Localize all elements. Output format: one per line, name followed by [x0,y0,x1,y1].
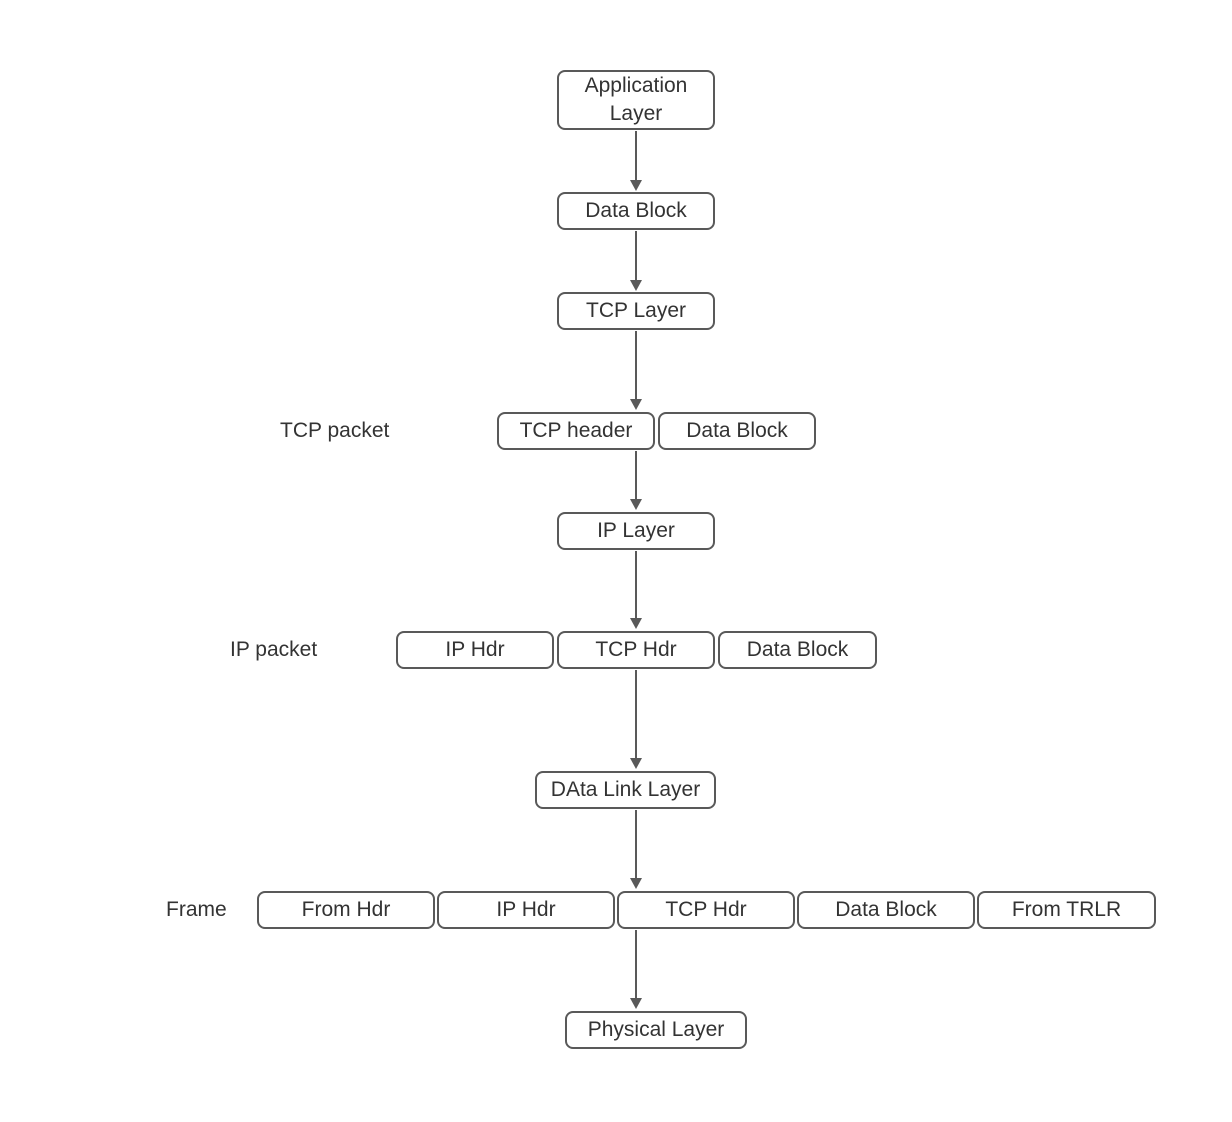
arrow-line [635,930,637,1000]
arrow-head-icon [630,758,642,769]
frame-box-from-hdr: From Hdr [257,891,435,929]
node-ip-layer: IP Layer [557,512,715,550]
arrow-down-icon [630,930,642,1009]
row-label-frame: Frame [166,898,227,921]
frame-box-data-block: Data Block [797,891,975,929]
arrow-head-icon [630,280,642,291]
frame-box-from-trlr: From TRLR [977,891,1156,929]
arrow-down-icon [630,131,642,191]
arrow-head-icon [630,618,642,629]
node-tcp-layer: TCP Layer [557,292,715,330]
ip-packet-box-ip-hdr: IP Hdr [396,631,554,669]
node-data-block: Data Block [557,192,715,230]
arrow-head-icon [630,878,642,889]
arrow-down-icon [630,810,642,889]
arrow-line [635,551,637,620]
arrow-down-icon [630,331,642,410]
ip-packet-box-tcp-hdr: TCP Hdr [557,631,715,669]
arrow-line [635,670,637,760]
tcp-packet-box-tcp-header: TCP header [497,412,655,450]
node-application-layer: Application Layer [557,70,715,130]
row-label-ip-packet: IP packet [230,638,318,661]
arrow-down-icon [630,451,642,510]
frame-box-ip-hdr: IP Hdr [437,891,615,929]
arrow-down-icon [630,670,642,769]
node-physical-layer: Physical Layer [565,1011,747,1049]
ip-packet-box-data-block: Data Block [718,631,877,669]
arrow-head-icon [630,180,642,191]
arrow-line [635,131,637,182]
arrow-line [635,810,637,880]
arrow-head-icon [630,399,642,410]
arrow-head-icon [630,998,642,1009]
arrow-down-icon [630,551,642,629]
arrow-line [635,331,637,401]
row-label-tcp-packet: TCP packet [280,419,390,442]
arrow-line [635,231,637,282]
arrow-down-icon [630,231,642,291]
arrow-line [635,451,637,501]
node-data-link-layer: DAta Link Layer [535,771,716,809]
frame-box-tcp-hdr: TCP Hdr [617,891,795,929]
arrow-head-icon [630,499,642,510]
tcp-packet-box-data-block: Data Block [658,412,816,450]
